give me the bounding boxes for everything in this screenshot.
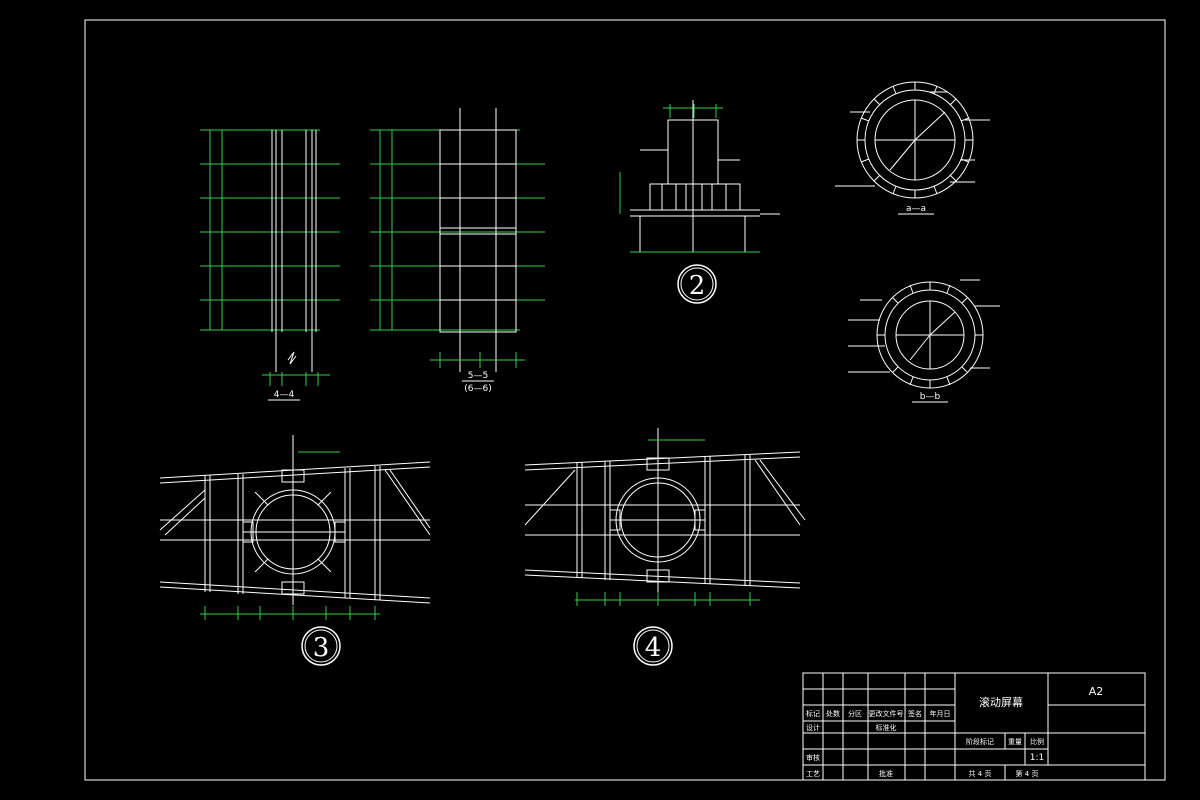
title-header-zone: 分区 xyxy=(848,709,862,718)
title-standardize-label: 标准化 xyxy=(876,723,897,732)
title-scale-label: 比例 xyxy=(1030,737,1044,746)
title-scale-value: 1:1 xyxy=(1030,753,1044,763)
section-a-a: a—a xyxy=(835,81,990,215)
drawing-title: 滚动屏幕 xyxy=(979,695,1023,709)
title-header-count: 处数 xyxy=(826,709,840,718)
section-6-6-label: (6—6) xyxy=(464,384,491,394)
title-stage-mark-label: 阶段标记 xyxy=(966,737,994,746)
section-4-4-label: 4—4 xyxy=(274,390,295,400)
title-header-change-doc: 更改文件号 xyxy=(869,709,904,718)
sheet-size: A2 xyxy=(1089,685,1104,698)
section-b-b: b—b xyxy=(848,279,1000,403)
title-approve-label: 批准 xyxy=(879,769,893,778)
title-review-label: 审核 xyxy=(806,753,820,762)
title-block: 标记 处数 分区 更改文件号 签名 年月日 设计 标准化 审核 工艺 批准 滚动… xyxy=(802,672,1146,781)
title-design-label: 设计 xyxy=(806,723,820,732)
detail-4-label: 4 xyxy=(645,633,662,663)
title-total-sheets: 共 4 页 xyxy=(969,769,992,778)
title-header-date: 年月日 xyxy=(930,709,951,718)
title-process-label: 工艺 xyxy=(806,770,820,778)
detail-2: 2 xyxy=(619,100,780,304)
detail-3-label: 3 xyxy=(313,633,330,663)
section-5-5-label: 5—5 xyxy=(468,371,488,381)
drawing-frame xyxy=(84,19,1166,781)
section-a-a-label: a—a xyxy=(906,204,926,214)
detail-4: 4 xyxy=(524,428,806,666)
title-header-mark: 标记 xyxy=(806,709,820,718)
view-5-5: 5—5 (6—6) xyxy=(370,108,545,394)
view-4-4: 4—4 xyxy=(200,129,340,401)
detail-2-label: 2 xyxy=(689,271,706,301)
title-header-signature: 签名 xyxy=(908,709,922,718)
title-sheet-number: 第 4 页 xyxy=(1016,769,1039,778)
detail-3: 3 xyxy=(159,435,431,666)
section-b-b-label: b—b xyxy=(920,392,941,402)
title-weight-label: 重量 xyxy=(1008,738,1022,746)
